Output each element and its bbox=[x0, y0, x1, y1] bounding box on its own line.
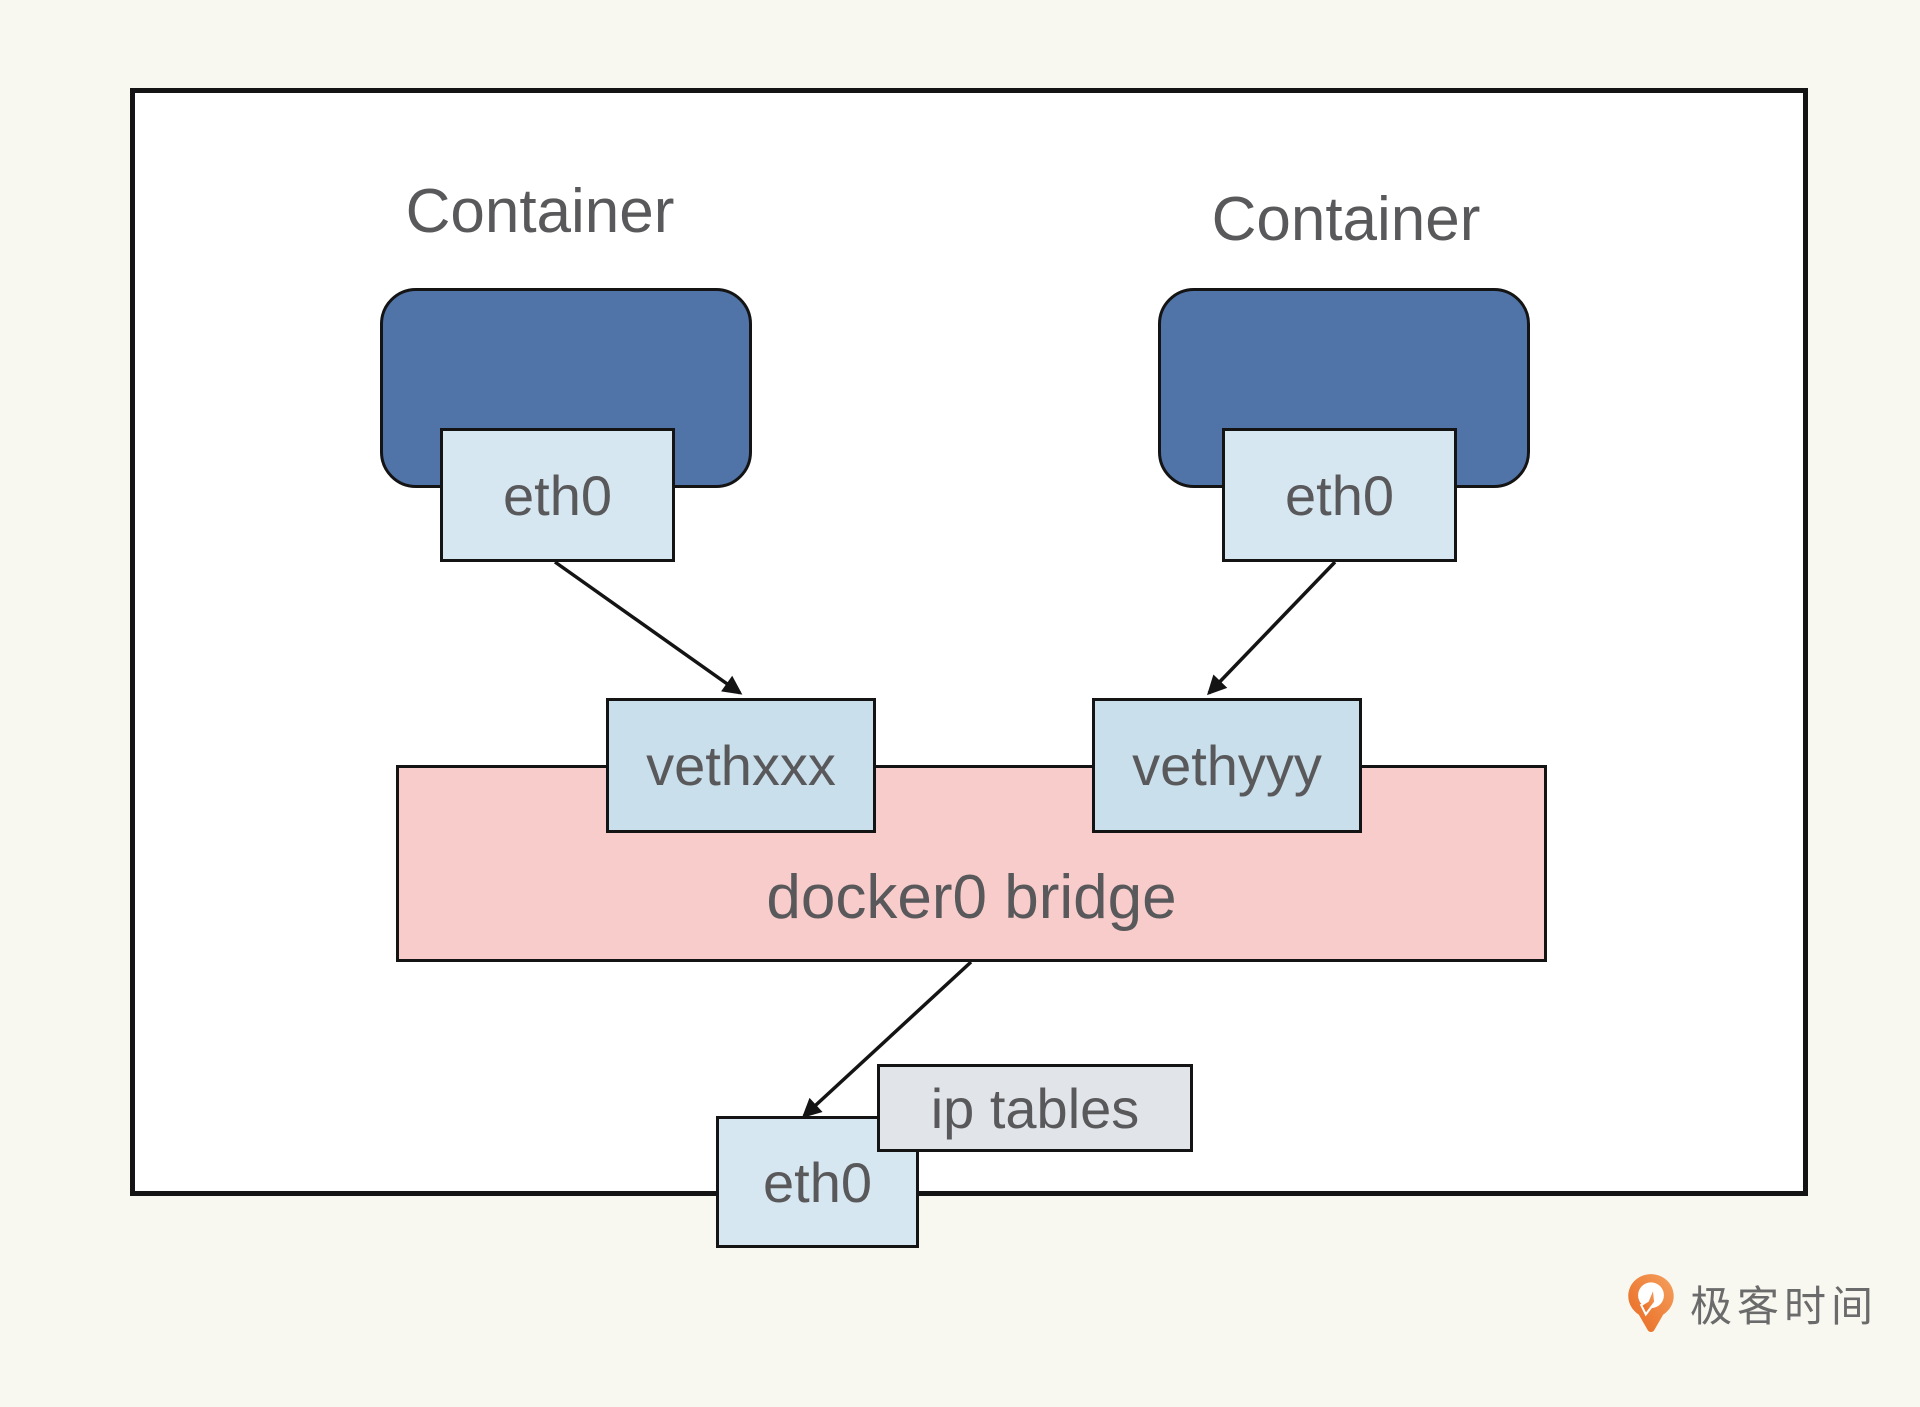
container-right-label: Container bbox=[1211, 185, 1481, 254]
vethxxx-box: vethxxx bbox=[606, 698, 876, 833]
container-left-label: Container bbox=[405, 177, 675, 246]
eth0-left-box: eth0 bbox=[440, 428, 675, 562]
vethyyy-box: vethyyy bbox=[1092, 698, 1362, 833]
geektime-pin-icon bbox=[1628, 1274, 1674, 1333]
host-boundary-box bbox=[130, 88, 1808, 1196]
ip-tables-box: ip tables bbox=[877, 1064, 1193, 1152]
geektime-logo: 极客时间 bbox=[1626, 1272, 1878, 1334]
docker0-bridge-box: docker0 bridge bbox=[396, 765, 1547, 962]
geektime-logo-text: 极客时间 bbox=[1690, 1282, 1879, 1330]
eth0-host-box: eth0 bbox=[716, 1116, 919, 1248]
eth0-right-box: eth0 bbox=[1222, 428, 1457, 562]
